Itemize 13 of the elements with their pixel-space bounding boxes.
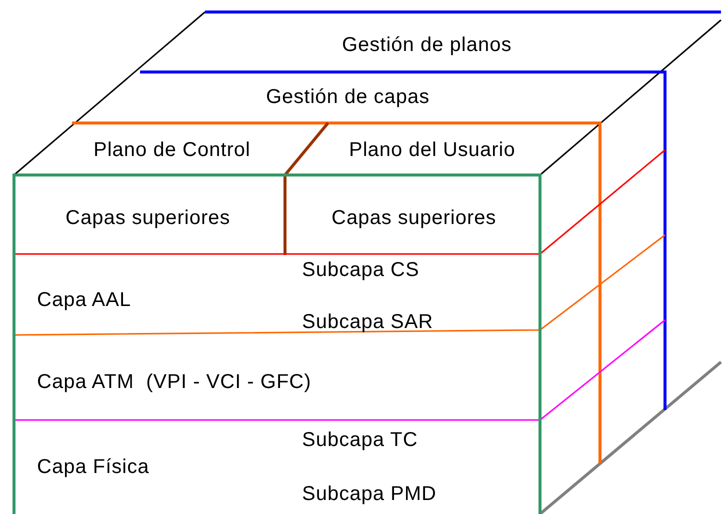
layer-management-label: Gestión de capas [266, 85, 430, 109]
layer-label: Capas superiores [66, 206, 230, 230]
plane-management-label: Gestión de planos [342, 33, 512, 57]
layer-label: Capa ATM (VPI - VCI - GFC) [37, 370, 312, 394]
plane-label: Plano del Usuario [349, 138, 516, 162]
sublayer-label: Subcapa SAR [302, 310, 434, 334]
layer-label: Capa Física [37, 455, 150, 479]
layer-label: Capa AAL [37, 288, 132, 312]
plane-label: Plano de Control [94, 138, 250, 162]
sublayer-label: Subcapa PMD [302, 482, 436, 506]
sublayer-label: Subcapa TC [302, 428, 418, 452]
sublayer-label: Subcapa CS [302, 258, 420, 282]
layer-label: Capas superiores [332, 206, 496, 230]
